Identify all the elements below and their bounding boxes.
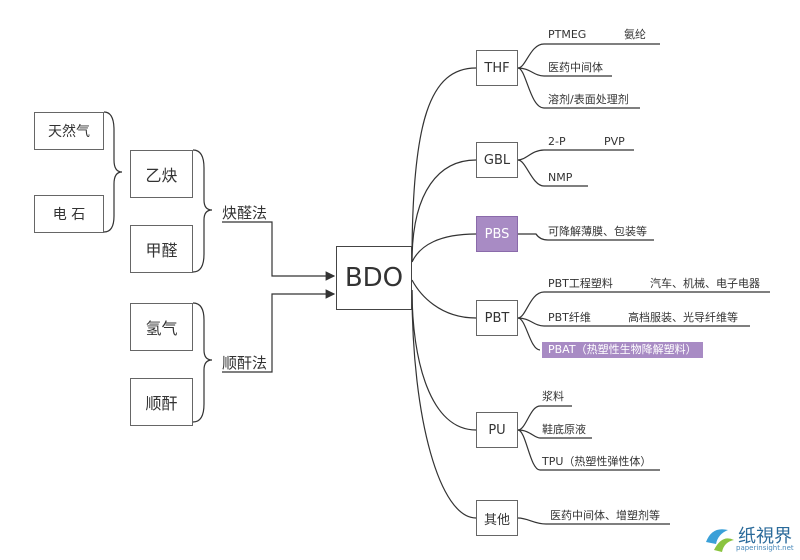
- app-solvent: 溶剂/表面处理剂: [548, 93, 629, 106]
- app-pbt-fiber: PBT纤维: [548, 311, 591, 324]
- method-maleic: 顺酐法: [222, 354, 268, 372]
- logo-name: 纸視界: [738, 526, 792, 547]
- app-pvp: PVP: [604, 135, 625, 148]
- source-hydrogen: 氢气: [130, 303, 193, 351]
- source-acetylene: 乙炔: [130, 150, 193, 198]
- app-pbt-engineering-plastic: PBT工程塑料: [548, 277, 613, 290]
- source-electric-stone: 电 石: [34, 195, 104, 233]
- app-slurry: 浆料: [542, 390, 564, 403]
- app-ptmeg: PTMEG: [548, 28, 587, 41]
- product-pu: PU: [476, 412, 518, 448]
- bdo-center-box: BDO: [336, 246, 412, 310]
- app-other-uses: 医药中间体、增塑剂等: [550, 509, 660, 522]
- product-thf: THF: [476, 50, 518, 86]
- source-natural-gas: 天然气: [34, 112, 104, 150]
- app-2p: 2-P: [548, 135, 566, 148]
- source-formaldehyde: 甲醛: [130, 225, 193, 273]
- app-biodegradable-film: 可降解薄膜、包装等: [548, 225, 647, 238]
- method-reppe: 炔醛法: [222, 204, 268, 222]
- product-other: 其他: [476, 500, 518, 536]
- product-pbs: PBS: [476, 216, 518, 252]
- app-nmp: NMP: [548, 171, 573, 184]
- app-apparel-optical: 高档服装、光导纤维等: [628, 311, 738, 324]
- paperinsight-logo-icon: [706, 529, 734, 552]
- app-pharma-intermediate: 医药中间体: [548, 61, 603, 74]
- source-maleic-anhydride: 顺酐: [130, 378, 193, 426]
- app-pbat-highlight: PBAT（热塑性生物降解塑料）: [542, 342, 703, 358]
- app-tpu: TPU（热塑性弹性体）: [542, 455, 652, 468]
- product-gbl: GBL: [476, 142, 518, 178]
- product-pbt: PBT: [476, 300, 518, 336]
- app-automotive: 汽车、机械、电子电器: [650, 277, 760, 290]
- app-sole-liquid: 鞋底原液: [542, 423, 586, 436]
- logo-url: paperinsight.net: [736, 544, 794, 552]
- app-spandex: 氨纶: [624, 28, 646, 41]
